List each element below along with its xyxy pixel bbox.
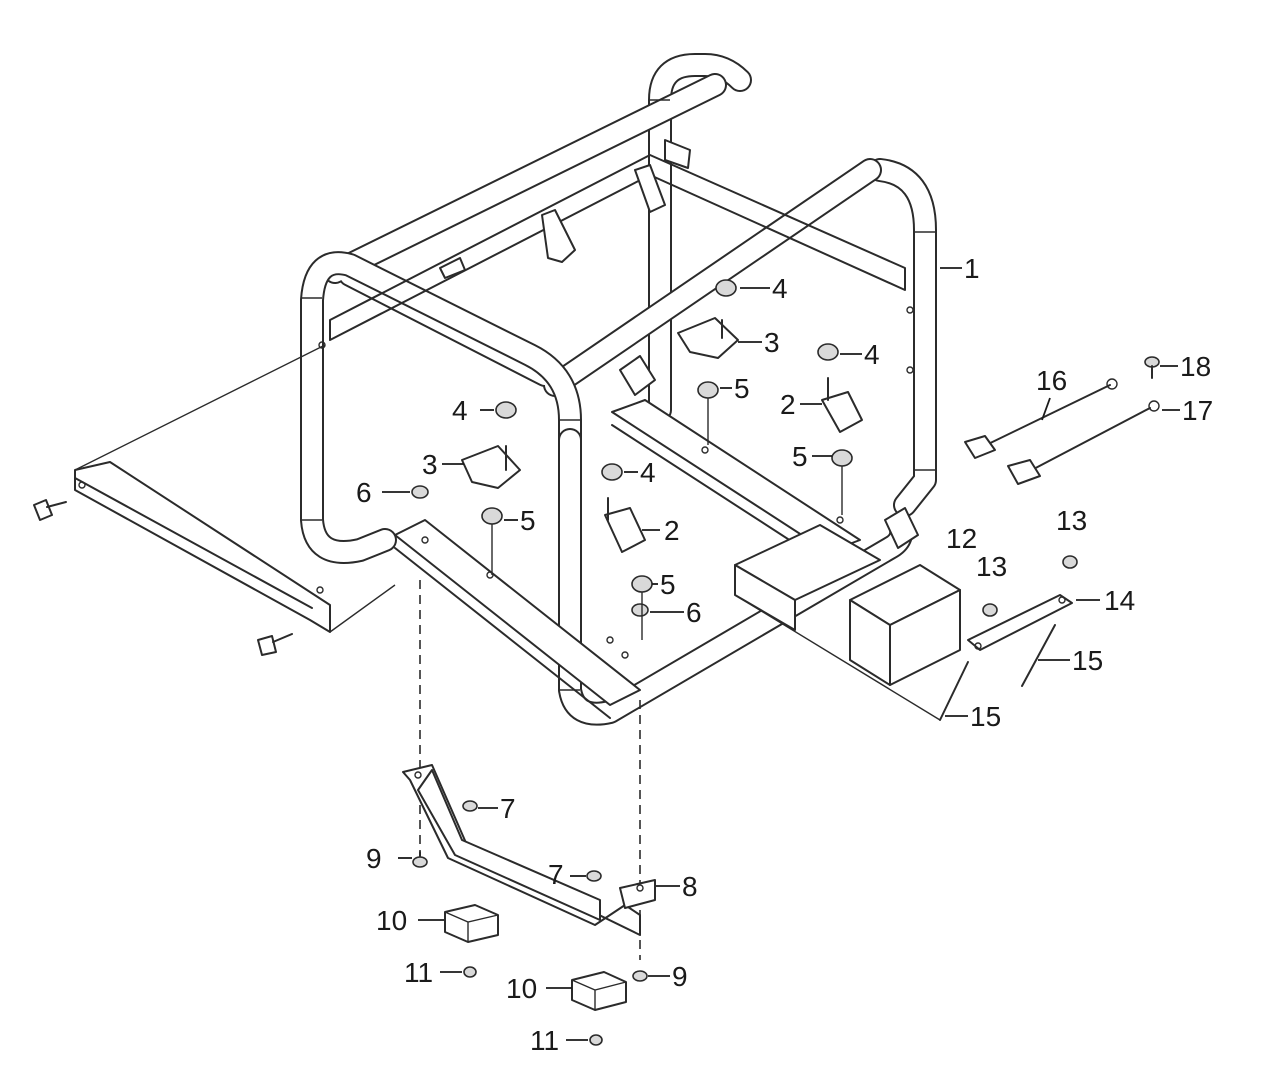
- nut-icon: [411, 485, 429, 499]
- nut-icon: [817, 343, 839, 361]
- base-rails: [394, 399, 861, 719]
- rubber-foot: [571, 971, 627, 1011]
- callout-3: 3: [764, 327, 780, 358]
- nut-icon: [831, 449, 853, 467]
- callout-16: 16: [1036, 365, 1067, 396]
- left-crossbar: [33, 344, 396, 656]
- callout-6: 6: [356, 477, 372, 508]
- callout-11: 11: [404, 957, 433, 988]
- callout-12: 12: [946, 523, 977, 554]
- j-bolt: [1021, 624, 1056, 687]
- nut-icon: [631, 575, 653, 593]
- skid-assembly: [402, 580, 656, 1046]
- washer-icon: [462, 800, 478, 812]
- nut-icon: [601, 463, 623, 481]
- bolt-icon: [632, 970, 648, 982]
- callout-4: 4: [864, 339, 880, 370]
- callout-2: 2: [780, 389, 796, 420]
- callout-labels: 1 2 2 3 3 4 4 4 4 5 5 5 5 6 6 7 7 8 9 9 …: [356, 253, 1213, 1056]
- callout-11: 11: [530, 1025, 559, 1056]
- callout-5: 5: [734, 373, 750, 404]
- washer-icon: [586, 870, 602, 882]
- bolt-icon: [412, 851, 428, 868]
- nut-icon: [715, 279, 737, 297]
- callout-13: 13: [976, 551, 1007, 582]
- bolt-icon: [1144, 356, 1160, 379]
- j-bolt: [939, 661, 969, 721]
- leader-lines: [382, 267, 1180, 1041]
- callout-5: 5: [520, 505, 536, 536]
- battery-cables: [964, 356, 1160, 485]
- nut-icon: [1062, 555, 1078, 569]
- callout-3: 3: [422, 449, 438, 480]
- nut-icon: [982, 603, 998, 617]
- nut-icon: [495, 401, 517, 419]
- bolt-icon: [257, 633, 293, 656]
- callout-10: 10: [506, 973, 537, 1004]
- callout-10: 10: [376, 905, 407, 936]
- callout-4: 4: [772, 273, 788, 304]
- tubular-frame: [300, 53, 937, 726]
- callout-4: 4: [452, 395, 468, 426]
- callout-1: 1: [964, 253, 980, 284]
- callout-6: 6: [686, 597, 702, 628]
- bolt-icon: [463, 966, 477, 978]
- nut-icon: [697, 381, 719, 399]
- bolt-icon: [33, 499, 67, 521]
- callout-5: 5: [660, 569, 676, 600]
- callout-15: 15: [970, 701, 1001, 732]
- callout-2: 2: [664, 515, 680, 546]
- callout-13: 13: [1056, 505, 1087, 536]
- callout-14: 14: [1104, 585, 1135, 616]
- callout-17: 17: [1182, 395, 1213, 426]
- hold-down-bar: [967, 594, 1073, 651]
- rubber-foot: [444, 904, 499, 943]
- callout-5: 5: [792, 441, 808, 472]
- battery-hold-down: [939, 555, 1078, 721]
- nut-icon: [481, 507, 503, 525]
- flange-nuts: [411, 279, 853, 640]
- callout-8: 8: [682, 871, 698, 902]
- bolt-icon: [589, 1034, 603, 1046]
- battery-tray: [734, 524, 941, 721]
- battery: [849, 564, 961, 686]
- engine-mounts: [461, 317, 863, 553]
- nut-icon: [631, 603, 649, 617]
- callout-7: 7: [500, 793, 516, 824]
- callout-15: 15: [1072, 645, 1103, 676]
- callout-18: 18: [1180, 351, 1211, 382]
- callout-9: 9: [672, 961, 688, 992]
- callout-9: 9: [366, 843, 382, 874]
- callout-4: 4: [640, 457, 656, 488]
- callout-7: 7: [548, 859, 564, 890]
